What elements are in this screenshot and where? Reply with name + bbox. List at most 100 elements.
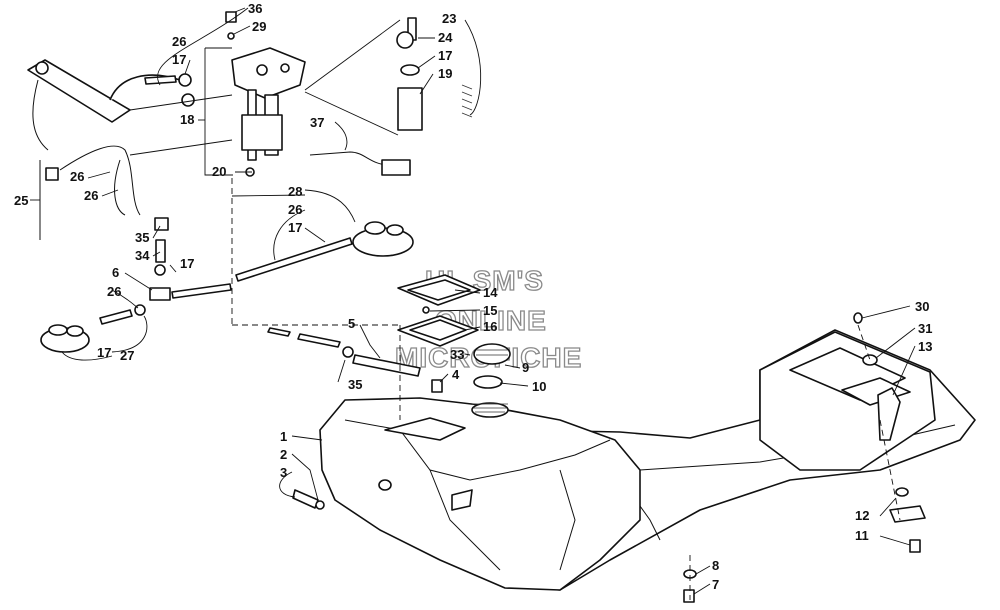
lower-fuel-line	[40, 217, 232, 353]
rail-end-fitting	[35, 61, 49, 75]
clamp-17-lower-a	[154, 264, 166, 276]
pump-coupling	[396, 31, 414, 49]
callout-14: 14	[483, 285, 498, 300]
callout-31: 31	[918, 321, 932, 336]
callout-25: 26	[84, 188, 98, 203]
callout-18: 18	[180, 112, 194, 127]
pump-body	[241, 114, 283, 151]
callout-5: 5	[348, 316, 355, 331]
harness-wire-b	[114, 159, 126, 216]
callout-2: 2	[280, 447, 287, 462]
screw-32	[225, 11, 237, 23]
hose-segment-a	[267, 327, 291, 337]
rail-wire	[32, 79, 49, 151]
callout-11: 11	[855, 528, 869, 543]
pad-12	[889, 505, 926, 523]
callout-17-lower: 17	[180, 256, 194, 271]
fuel-tank-contour-2	[429, 469, 501, 571]
injector-rail	[27, 59, 195, 151]
callout-28: 28	[288, 184, 302, 199]
callout-23: 25	[14, 193, 28, 208]
callout-17-mid: 17	[288, 220, 302, 235]
callout-6: 6	[112, 265, 119, 280]
fuel-pump-19	[397, 87, 423, 131]
clamp-35	[154, 217, 169, 231]
spring-21	[461, 84, 473, 118]
callout-4: 4	[452, 367, 460, 382]
callout-16: 16	[483, 319, 497, 334]
bolt-3	[315, 500, 325, 510]
sending-unit-28	[235, 221, 414, 282]
vent-fitting	[431, 379, 443, 393]
harness-connector	[45, 167, 59, 181]
callout-7: 7	[712, 577, 719, 592]
callout-3: 3	[280, 465, 287, 480]
cap-gasket	[473, 375, 503, 389]
fuel-cap	[473, 343, 511, 365]
cap-30	[853, 312, 863, 324]
pickup-tube	[235, 237, 353, 282]
hose-26-upper	[144, 75, 177, 85]
harness-wire-a	[59, 145, 141, 216]
connector-37	[381, 159, 411, 176]
hose-segment-b	[297, 333, 341, 348]
sending-unit-port-a	[364, 221, 386, 235]
callout-26-lower: 26	[107, 284, 121, 299]
callout-34: 35	[348, 377, 362, 392]
callout-24: 26	[70, 169, 84, 184]
pump-top-flange	[231, 47, 306, 99]
callout-36: 34	[135, 248, 150, 263]
callout-13: 13	[918, 339, 932, 354]
clamp-18	[181, 93, 195, 107]
bracket-13	[877, 387, 901, 441]
fuel-cap-ridges	[476, 349, 508, 356]
tank-sender-opening	[384, 417, 466, 441]
callout-12: 12	[855, 508, 869, 523]
callout-32: 36	[248, 1, 262, 16]
callout-21: 23	[442, 11, 456, 26]
hose-26-lower	[99, 309, 133, 325]
gasket-upper-inner	[407, 279, 471, 301]
strap-2	[292, 489, 319, 509]
bolt-7	[683, 589, 695, 603]
tank-drain-boss	[378, 479, 392, 491]
tank-side-vent	[451, 489, 473, 511]
fuel-tank-assembly	[319, 329, 976, 591]
tube-36	[155, 239, 166, 263]
callout-17-top: 17	[172, 52, 186, 67]
callout-37: 37	[310, 115, 324, 130]
rear-storage-recess	[841, 377, 911, 406]
plate-screw	[422, 306, 430, 314]
callout-19: 19	[438, 66, 452, 81]
tee-fitting-6	[149, 287, 171, 301]
clamp-17-pump	[400, 64, 420, 76]
callout-27: 27	[120, 348, 134, 363]
bolt-11	[909, 539, 921, 553]
callout-35: 35	[135, 230, 149, 245]
callout-17-pump: 17	[438, 48, 452, 63]
washer-12	[895, 487, 909, 497]
washer-29	[227, 32, 235, 40]
callout-29: 29	[252, 19, 266, 34]
sending-unit-27-port-a	[48, 324, 68, 336]
callout-1: 1	[280, 429, 287, 444]
callout-22: 24	[438, 30, 453, 45]
callout-8: 8	[712, 558, 719, 573]
callout-30: 30	[915, 299, 929, 314]
callout-10: 10	[532, 379, 546, 394]
callout-20: 20	[212, 164, 226, 179]
vent-tube	[352, 354, 421, 377]
wire-37	[309, 151, 391, 166]
filler-neck	[471, 402, 509, 418]
callout-9: 9	[522, 360, 529, 375]
watermark: HL SM'S ONLINE MICROFICHE	[394, 264, 582, 373]
callout-labels: 36 29 26 17 18 23 24 17 19 37 20 26 26 2…	[14, 1, 932, 592]
fuel-tank-contour-3	[559, 469, 576, 571]
pump-return-port	[280, 63, 290, 73]
fuel-pump-module	[225, 11, 306, 177]
callout-17-bottom: 17	[97, 345, 111, 360]
dashed-guide-5	[879, 419, 901, 521]
callout-33: 33	[450, 347, 464, 362]
leader-lines	[30, 7, 916, 595]
